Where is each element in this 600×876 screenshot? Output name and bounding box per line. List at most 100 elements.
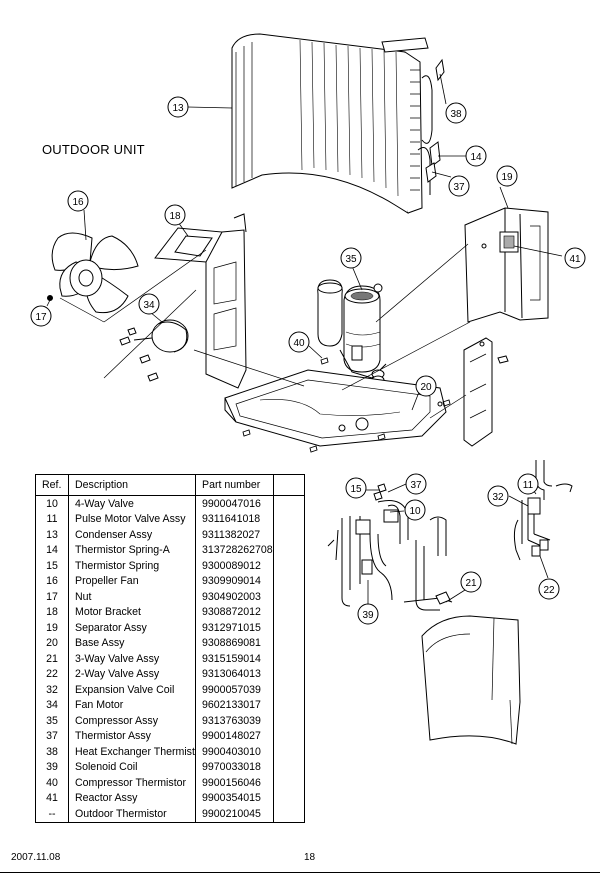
callout-circle-38 [445, 102, 467, 124]
cell-description: Separator Assy [68, 620, 196, 636]
cell-description: Reactor Assy [68, 790, 196, 806]
header-part-number: Part number [195, 474, 274, 496]
callout-circle-37a [448, 175, 470, 197]
callout-circle-13 [167, 96, 189, 118]
callout-circle-32 [487, 485, 509, 507]
cell-ref: 35 [35, 713, 69, 729]
callout-circle-16 [67, 190, 89, 212]
callout-32: 32 [492, 492, 504, 503]
compressor-cover-part [421, 615, 521, 745]
cell-part-number: 9312971015 [195, 620, 274, 636]
callout-16: 16 [72, 197, 84, 208]
cell-blank [274, 744, 305, 760]
callout-19: 19 [501, 172, 513, 183]
cell-blank [274, 791, 305, 807]
cell-part-number: 9900156046 [195, 775, 274, 791]
cell-ref: -- [35, 806, 69, 822]
cell-ref: 13 [35, 527, 69, 543]
piping-assembly-part [327, 483, 453, 611]
cell-description: 4-Way Valve [68, 495, 196, 512]
cell-blank [274, 760, 305, 776]
cell-blank [274, 527, 305, 543]
callout-15: 15 [350, 484, 362, 495]
callout-37b: 37 [410, 480, 422, 491]
cell-ref: 38 [35, 744, 69, 760]
callout-circle-11 [517, 473, 539, 495]
cell-blank [274, 589, 305, 605]
cell-description: Heat Exchanger Thermistor [68, 744, 196, 760]
callout-circle-10 [404, 499, 426, 521]
cell-description: Pulse Motor Valve Assy [68, 511, 196, 527]
cell-ref: 37 [35, 728, 69, 744]
footer-date: 2007.11.08 [11, 852, 61, 863]
cell-ref: 40 [35, 775, 69, 791]
callout-11: 11 [523, 480, 534, 491]
cell-part-number: 9900148027 [195, 728, 274, 744]
cell-part-number: 9311382027 [195, 527, 274, 543]
fan-motor-part [119, 319, 189, 382]
unit-title: OUTDOOR UNIT [42, 142, 145, 157]
cell-blank [274, 713, 305, 729]
cell-part-number: 9900047016 [195, 495, 274, 512]
cell-ref: 18 [35, 604, 69, 620]
cell-blank [274, 698, 305, 714]
cell-description: 3-Way Valve Assy [68, 651, 196, 667]
cell-part-number: 9602133017 [195, 697, 274, 713]
cell-blank [274, 667, 305, 683]
callout-circle-15 [345, 477, 367, 499]
cell-ref: 20 [35, 635, 69, 651]
callout-circle-39 [357, 603, 379, 625]
motor-bracket-part [154, 213, 247, 389]
cell-ref: 39 [35, 759, 69, 775]
callout-circle-22 [538, 578, 560, 600]
callout-circles [30, 96, 586, 625]
cell-description: Nut [68, 589, 196, 605]
cell-blank [274, 496, 305, 512]
cell-description: Thermistor Spring [68, 558, 196, 574]
cell-blank [274, 574, 305, 590]
header-description: Description [68, 474, 196, 496]
cell-part-number: 9900354015 [195, 790, 274, 806]
callout-38: 38 [450, 109, 462, 120]
cell-part-number: 9900210045 [195, 806, 274, 822]
callout-14: 14 [470, 152, 482, 163]
callout-13: 13 [172, 103, 184, 114]
screws [242, 357, 451, 453]
cell-blank [274, 651, 305, 667]
side-panel-part [463, 337, 509, 447]
callout-circle-14 [465, 145, 487, 167]
cell-ref: 14 [35, 542, 69, 558]
callout-22: 22 [543, 585, 555, 596]
cell-part-number: 9970033018 [195, 759, 274, 775]
footer-rule [0, 872, 600, 873]
cell-part-number: 9309909014 [195, 573, 274, 589]
header-ref: Ref. [35, 474, 69, 496]
callout-34: 34 [143, 300, 155, 311]
cell-ref: 15 [35, 558, 69, 574]
callout-37a: 37 [453, 182, 465, 193]
cell-description: Outdoor Thermistor [68, 806, 196, 822]
callout-40: 40 [293, 338, 305, 349]
cell-part-number: 9900403010 [195, 744, 274, 760]
callout-circle-40 [288, 331, 310, 353]
cell-description: 2-Way Valve Assy [68, 666, 196, 682]
cell-ref: 10 [35, 495, 69, 512]
condenser-assy-part [231, 33, 433, 214]
cell-blank [274, 636, 305, 652]
cell-description: Base Assy [68, 635, 196, 651]
page-number: 18 [304, 852, 316, 863]
callout-circle-21 [460, 571, 482, 593]
callout-leaders [46, 73, 563, 604]
cell-blank [274, 729, 305, 745]
